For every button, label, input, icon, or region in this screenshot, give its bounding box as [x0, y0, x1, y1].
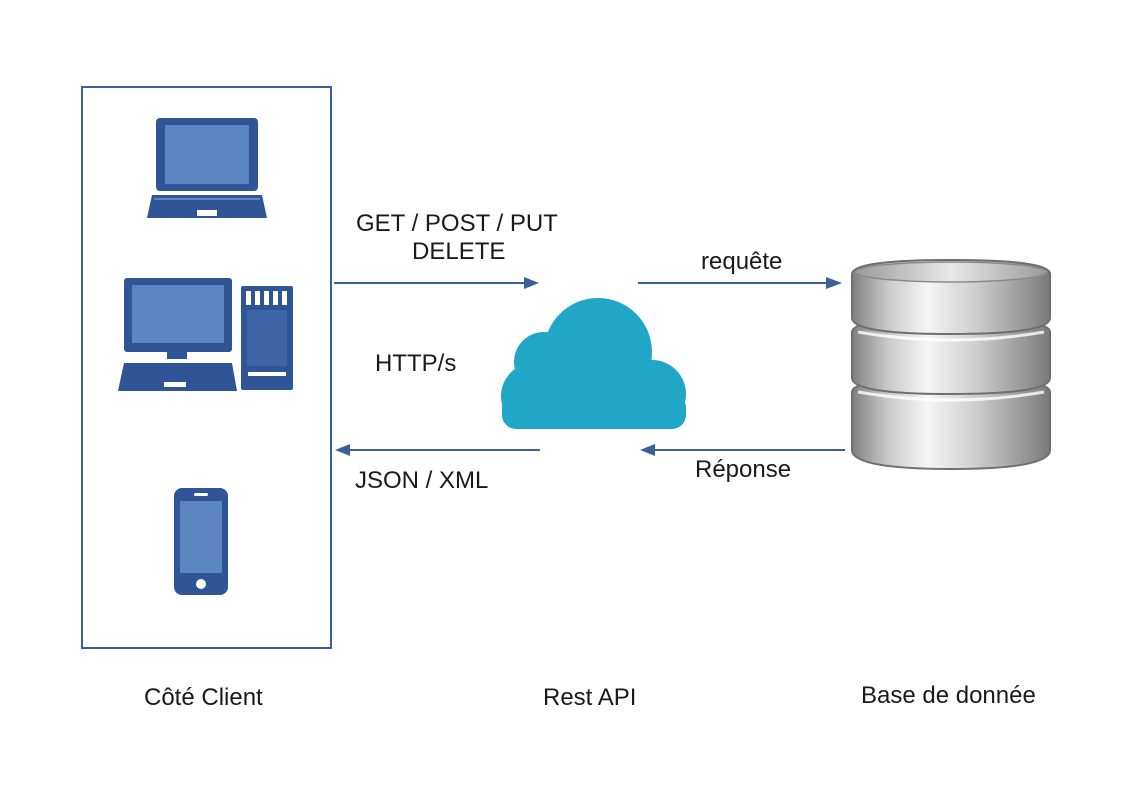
smartphone-icon — [173, 487, 229, 597]
request-methods-line2: DELETE — [412, 238, 506, 265]
api-caption: Rest API — [543, 684, 637, 711]
desktop-computer-icon — [116, 276, 294, 392]
protocol-label: HTTP/s — [375, 350, 457, 377]
arrow-db-to-api — [639, 442, 845, 458]
laptop-icon — [146, 116, 268, 220]
db-request-label: requête — [701, 248, 783, 275]
arrow-api-to-client — [334, 442, 540, 458]
client-caption: Côté Client — [144, 684, 263, 711]
arrow-client-to-api — [334, 275, 540, 291]
cloud-icon — [500, 298, 688, 430]
db-response-label: Réponse — [695, 456, 792, 483]
response-format-label: JSON / XML — [355, 467, 489, 494]
request-methods-line1: GET / POST / PUT — [356, 210, 558, 237]
arrow-api-to-db — [638, 275, 844, 291]
database-icon — [846, 256, 1056, 472]
database-caption: Base de donnée — [861, 682, 1036, 709]
client-side-box — [81, 86, 332, 649]
